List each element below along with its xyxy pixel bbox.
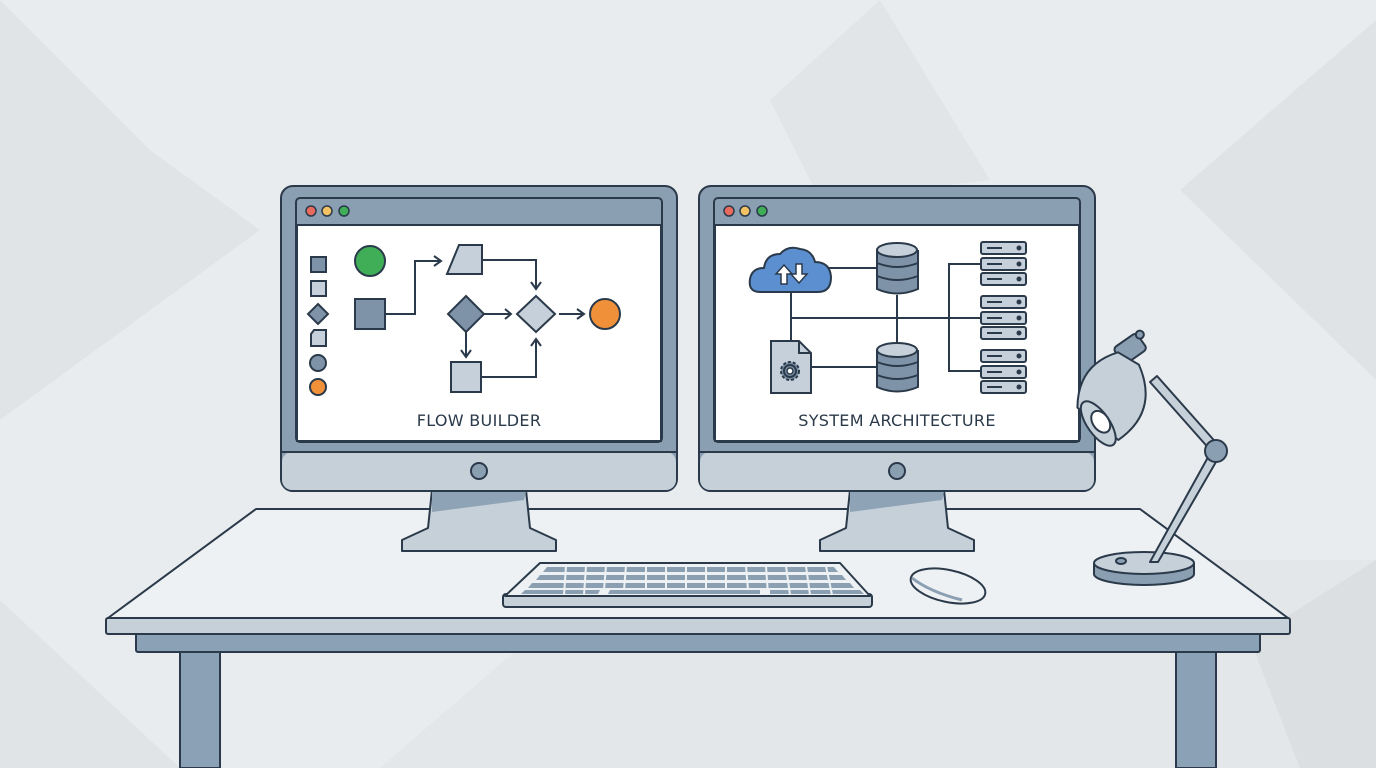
server-rack-icon[interactable] bbox=[980, 295, 1027, 340]
window-controls bbox=[723, 205, 768, 217]
window-controls bbox=[305, 205, 350, 217]
power-button-icon bbox=[470, 462, 488, 480]
database-icon[interactable] bbox=[876, 342, 919, 393]
end-node[interactable] bbox=[589, 298, 621, 330]
palette-circle-gray-icon[interactable] bbox=[309, 354, 327, 372]
maximize-dot-icon[interactable] bbox=[338, 205, 350, 217]
cloud-sync-icon[interactable] bbox=[748, 246, 833, 293]
palette-circle-orange-icon[interactable] bbox=[309, 378, 327, 396]
close-dot-icon[interactable] bbox=[305, 205, 317, 217]
screen-title-system-architecture: SYSTEM ARCHITECTURE bbox=[798, 411, 996, 430]
flow-diagram bbox=[354, 244, 621, 393]
architecture-diagram bbox=[748, 242, 980, 394]
monitor-right: SYSTEM ARCHITECTURE bbox=[698, 185, 1096, 552]
shape-palette bbox=[306, 256, 330, 396]
palette-square-light-icon[interactable] bbox=[310, 280, 327, 297]
keyboard-icon[interactable] bbox=[502, 562, 873, 608]
merge-node[interactable] bbox=[515, 294, 557, 334]
subprocess-node[interactable] bbox=[450, 361, 482, 393]
desk-lamp-icon bbox=[1076, 329, 1228, 586]
server-rack-icon[interactable] bbox=[980, 241, 1027, 286]
server-racks bbox=[980, 241, 1027, 394]
process-node[interactable] bbox=[354, 298, 386, 330]
monitor-left: FLOW BUILDER bbox=[280, 185, 678, 552]
data-node[interactable] bbox=[445, 244, 483, 275]
close-dot-icon[interactable] bbox=[723, 205, 735, 217]
minimize-dot-icon[interactable] bbox=[739, 205, 751, 217]
power-button-icon bbox=[888, 462, 906, 480]
palette-square-dark-icon[interactable] bbox=[310, 256, 327, 273]
start-node[interactable] bbox=[354, 245, 386, 277]
server-rack-icon[interactable] bbox=[980, 349, 1027, 394]
config-file-icon[interactable] bbox=[770, 340, 812, 394]
screen-title-flow-builder: FLOW BUILDER bbox=[417, 411, 542, 430]
maximize-dot-icon[interactable] bbox=[756, 205, 768, 217]
mouse-icon[interactable] bbox=[908, 562, 989, 609]
minimize-dot-icon[interactable] bbox=[321, 205, 333, 217]
palette-diamond-icon[interactable] bbox=[306, 302, 330, 326]
database-icon[interactable] bbox=[876, 242, 919, 295]
palette-manual-input-icon[interactable] bbox=[310, 329, 327, 347]
